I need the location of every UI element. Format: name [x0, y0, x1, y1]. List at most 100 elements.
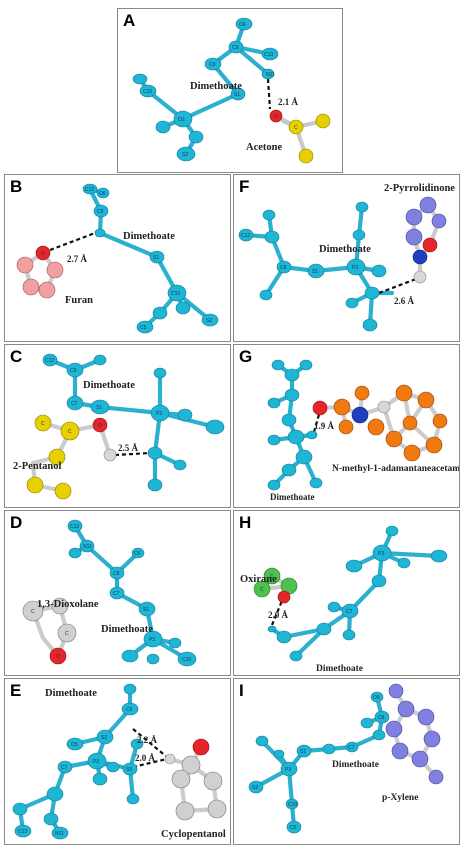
svg-text:C9: C9	[232, 45, 239, 51]
svg-text:P3: P3	[378, 551, 384, 557]
panel-c: C C12 C9 C7 S1 P3	[4, 344, 231, 508]
panel-letter: B	[10, 177, 23, 196]
svg-text:C7: C7	[113, 591, 120, 597]
hydrogen-bond	[132, 757, 168, 769]
svg-text:O: O	[41, 251, 45, 257]
svg-text:C8: C8	[113, 571, 120, 577]
svg-text:C10: C10	[143, 89, 152, 95]
hydrogen-bond	[378, 277, 417, 295]
dimethoate-atoms	[248, 691, 390, 834]
panel-d: D C12 N11 O6 C8 C7 S1 P3 C10	[4, 510, 231, 676]
host-label: Dimethoate	[190, 81, 242, 92]
solvent-label: Oxirane	[240, 574, 277, 585]
svg-text:O2: O2	[178, 117, 185, 123]
host-label: Dimethoate	[316, 664, 363, 674]
panel-letter: E	[10, 681, 22, 700]
panel-f: F C12 P3 S1 C8	[233, 174, 460, 342]
svg-text:C: C	[294, 125, 298, 131]
svg-text:N11: N11	[55, 831, 64, 837]
distance-label: 2.1 Å	[278, 97, 299, 107]
svg-text:C: C	[31, 609, 35, 615]
svg-text:O: O	[274, 114, 278, 120]
panel-e: E C6 S2 O5 P3 S9 C7 C1	[4, 678, 231, 845]
oxirane-solvent: C C	[253, 567, 298, 604]
svg-text:C12: C12	[45, 358, 54, 364]
atom-labels: C6 S2 O5 P3 S9 C7 C13 N11	[18, 707, 133, 837]
svg-text:S1: S1	[153, 255, 159, 261]
svg-text:O6: O6	[373, 695, 380, 701]
svg-text:C: C	[260, 587, 264, 593]
svg-text:P3: P3	[93, 759, 99, 765]
solvent-label: Furan	[65, 295, 93, 306]
panel-letter: D	[10, 513, 23, 532]
svg-text:C12: C12	[70, 524, 79, 530]
hydrogen-bond	[266, 78, 272, 110]
svg-text:C7: C7	[348, 745, 355, 751]
svg-text:S2: S2	[101, 735, 107, 741]
svg-text:C7: C7	[71, 401, 78, 407]
panel-letter: I	[239, 681, 244, 700]
panel-i: I O6 C8 C7 S1 P3 S2 C10 C5	[233, 678, 460, 845]
svg-text:S2: S2	[206, 318, 212, 324]
solvent-label: Cyclopentanol	[161, 829, 226, 840]
pyrrolidinone-solvent	[405, 196, 447, 284]
solvent-label: p-Xylene	[382, 793, 418, 803]
molecule-diagram: C12 N11 O6 C8 C7 S1 P3 C10 C C O 1,3-Dio…	[22, 519, 197, 667]
dimethoate-atoms	[238, 201, 387, 332]
furan-solvent: O	[16, 245, 64, 299]
svg-text:N11: N11	[83, 544, 92, 550]
svg-text:C10: C10	[182, 657, 191, 663]
solvent-label: 2-Pentanol	[13, 461, 61, 472]
distance-label: 2.0 Å	[268, 610, 289, 620]
atom-labels: O6 C8 C7 S1 P3 S2 C10 C5	[252, 695, 385, 831]
svg-text:C7: C7	[61, 765, 68, 771]
svg-text:C10: C10	[288, 802, 297, 808]
dimethoate-atoms	[132, 17, 279, 162]
svg-text:C8: C8	[280, 265, 287, 271]
svg-text:C: C	[41, 421, 45, 427]
host-label: Dimethoate	[332, 760, 379, 770]
svg-text:O6: O6	[134, 551, 141, 557]
host-label: Dimethoate	[319, 244, 371, 255]
svg-text:P3: P3	[285, 767, 291, 773]
svg-text:C9: C9	[70, 368, 77, 374]
atom-labels: P3 C7	[346, 551, 384, 615]
svg-text:S9: S9	[126, 767, 132, 773]
dimethoate-bonds	[269, 528, 442, 659]
distance-label: 2.2 Å	[137, 735, 158, 745]
molecule-diagram: C12 O6 C8 S1 C10 S2 C5 O Dimethoate 2.7 …	[16, 183, 219, 334]
dimethoate-atoms	[82, 183, 219, 334]
atom-labels: C12 O6 C8 S1 C10 S2 C5	[85, 187, 212, 331]
distance-label: 2.5 Å	[118, 443, 139, 453]
molecule-diagram: 1.9 Å N-methyl-1-adamantaneacetamide Dim…	[267, 359, 460, 502]
svg-text:S1: S1	[234, 92, 240, 98]
svg-text:C: C	[270, 574, 274, 580]
atom-labels: C12 N11 O6 C8 C7 S1 P3 C10	[70, 524, 191, 663]
molecule-diagram: P3 C7 C C Oxirane 2.0 Å Dimethoate	[240, 525, 448, 674]
dimethoate-atoms	[12, 683, 144, 840]
panel-g: G	[233, 344, 460, 508]
molecule-diagram: O6 C9 C8 C13 O2 N11 S1 C10 S2 O C Dimeth…	[132, 17, 331, 164]
svg-text:C8: C8	[209, 62, 216, 68]
panel-h: H P3 C7 C C	[233, 510, 460, 676]
distance-label: 2.0 Å	[135, 753, 156, 763]
dimethoate-atoms	[267, 359, 323, 491]
cyclopentanol-solvent	[164, 738, 227, 821]
dimethoate-bonds	[17, 686, 140, 836]
svg-text:O5: O5	[71, 742, 78, 748]
svg-text:S1: S1	[300, 749, 306, 755]
atom-labels: O6 C9 C8 C13 O2 N11 S1 C10 S2	[143, 22, 275, 158]
panel-a: A O6 C9 C8 C13 O2 N11 S1 C10 S2	[117, 8, 343, 173]
molecule-diagram: C6 S2 O5 P3 S9 C7 C13 N11 Dimethoate 2.2…	[12, 683, 227, 840]
svg-text:C5: C5	[140, 325, 147, 331]
hydrogen-bond	[270, 595, 286, 626]
svg-text:S1: S1	[312, 269, 318, 275]
adamantaneacetamide-solvent	[312, 384, 448, 462]
molecule-diagram: C12 P3 S1 C8 2-Pyrrolidinone Dimethoate …	[238, 183, 455, 332]
distance-label: 1.9 Å	[314, 421, 335, 431]
svg-text:C13: C13	[18, 829, 27, 835]
svg-text:C13: C13	[264, 52, 273, 58]
dioxolane-solvent: C C O	[22, 597, 77, 665]
solvent-label: N-methyl-1-adamantaneacetamide	[332, 464, 460, 474]
svg-text:C7: C7	[346, 609, 353, 615]
